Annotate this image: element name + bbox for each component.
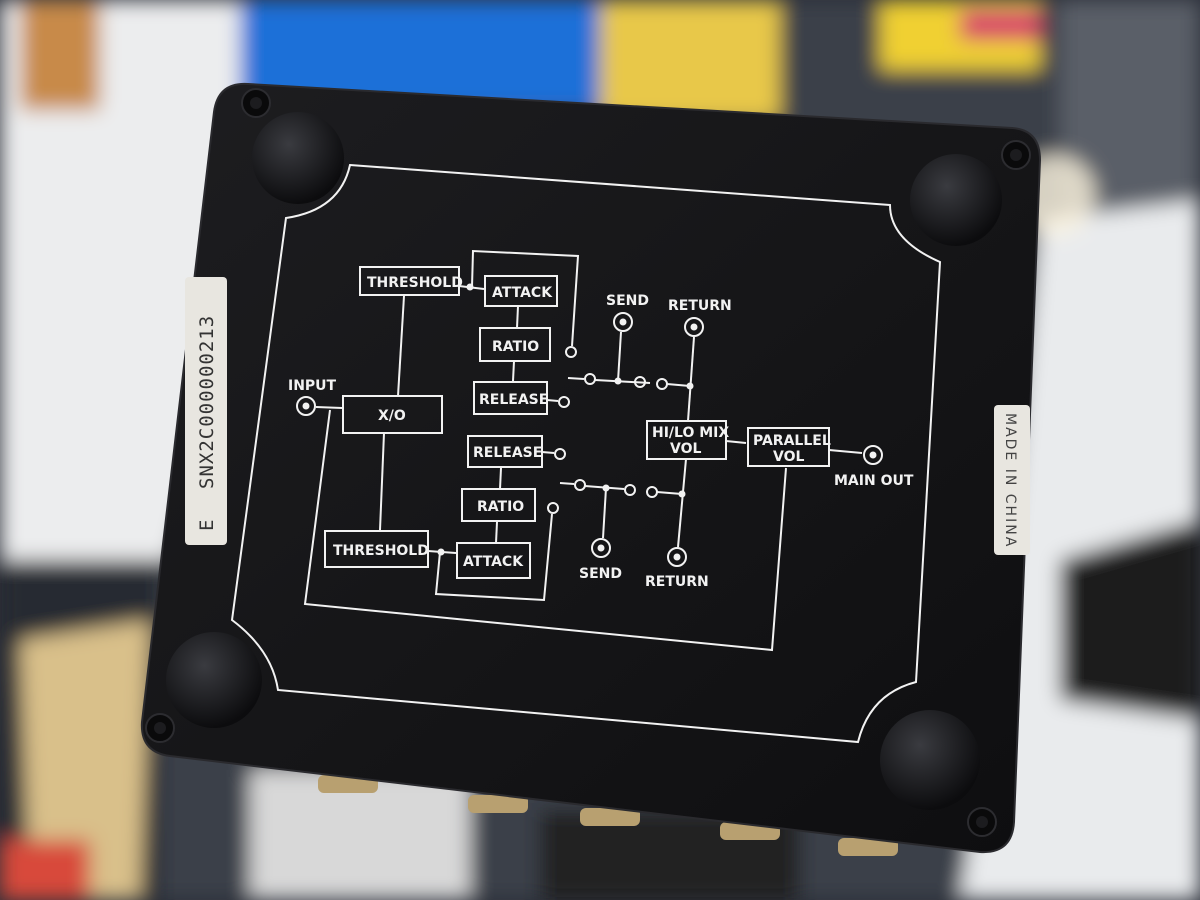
origin-sticker: MADE IN CHINA bbox=[994, 405, 1030, 555]
upper-threshold-block bbox=[359, 266, 460, 296]
lower-ratio-label: RATIO bbox=[477, 499, 524, 515]
upper-ratio-label: RATIO bbox=[492, 339, 539, 355]
screws bbox=[145, 88, 1031, 837]
serial-prefix: E bbox=[196, 519, 218, 531]
guitar-neck bbox=[20, 620, 150, 900]
hilo-mix-block bbox=[646, 420, 727, 460]
xo-block bbox=[342, 395, 443, 434]
lower-attack-label: ATTACK bbox=[463, 554, 524, 570]
lower-send-label: SEND bbox=[579, 566, 622, 582]
upper-send-jack-icon bbox=[613, 312, 633, 332]
xo-label: X/O bbox=[378, 408, 406, 424]
made-in-label: MADE IN CHINA bbox=[1002, 413, 1018, 548]
lower-threshold-label: THRESHOLD bbox=[333, 543, 429, 559]
main-out-label: MAIN OUT bbox=[834, 473, 914, 489]
lower-release-block bbox=[467, 435, 543, 468]
input-label: INPUT bbox=[288, 378, 337, 394]
upper-return-jack-icon bbox=[684, 317, 704, 337]
white-bass-body bbox=[960, 200, 1200, 900]
rubber-feet bbox=[166, 112, 1002, 810]
parallel-vol-block bbox=[747, 427, 830, 467]
upper-return-label: RETURN bbox=[668, 298, 732, 314]
lower-attack-block bbox=[456, 542, 531, 579]
upper-release-label: RELEASE bbox=[479, 392, 548, 408]
parallel-line2: VOL bbox=[773, 449, 804, 465]
lower-release-label: RELEASE bbox=[473, 445, 542, 461]
main-out-jack-icon bbox=[863, 445, 883, 465]
diagram-frame bbox=[230, 163, 942, 744]
upper-ratio-block bbox=[479, 327, 551, 362]
upper-attack-block bbox=[484, 275, 558, 307]
lower-threshold-block bbox=[324, 530, 429, 568]
input-jack-icon bbox=[296, 396, 316, 416]
signal-diagram: INPUT X/O THRESHOLD ATTACK RATIO RELEASE… bbox=[288, 249, 914, 652]
lower-ratio-block bbox=[461, 488, 536, 522]
upper-threshold-label: THRESHOLD bbox=[367, 275, 463, 291]
serial-number: SNX2C000000213 bbox=[196, 315, 218, 489]
parallel-line1: PARALLEL bbox=[753, 433, 831, 449]
lower-return-label: RETURN bbox=[645, 574, 709, 590]
upper-attack-label: ATTACK bbox=[492, 285, 553, 301]
pedal-bottom-plate bbox=[140, 82, 1042, 854]
hilo-mix-line2: VOL bbox=[670, 441, 701, 457]
serial-sticker: E SNX2C000000213 bbox=[185, 277, 227, 545]
lower-send-jack-icon bbox=[591, 538, 611, 558]
hilo-mix-line1: HI/LO MIX bbox=[652, 425, 729, 441]
upper-send-label: SEND bbox=[606, 293, 649, 309]
upper-release-block bbox=[473, 381, 548, 415]
lower-return-jack-icon bbox=[667, 547, 687, 567]
